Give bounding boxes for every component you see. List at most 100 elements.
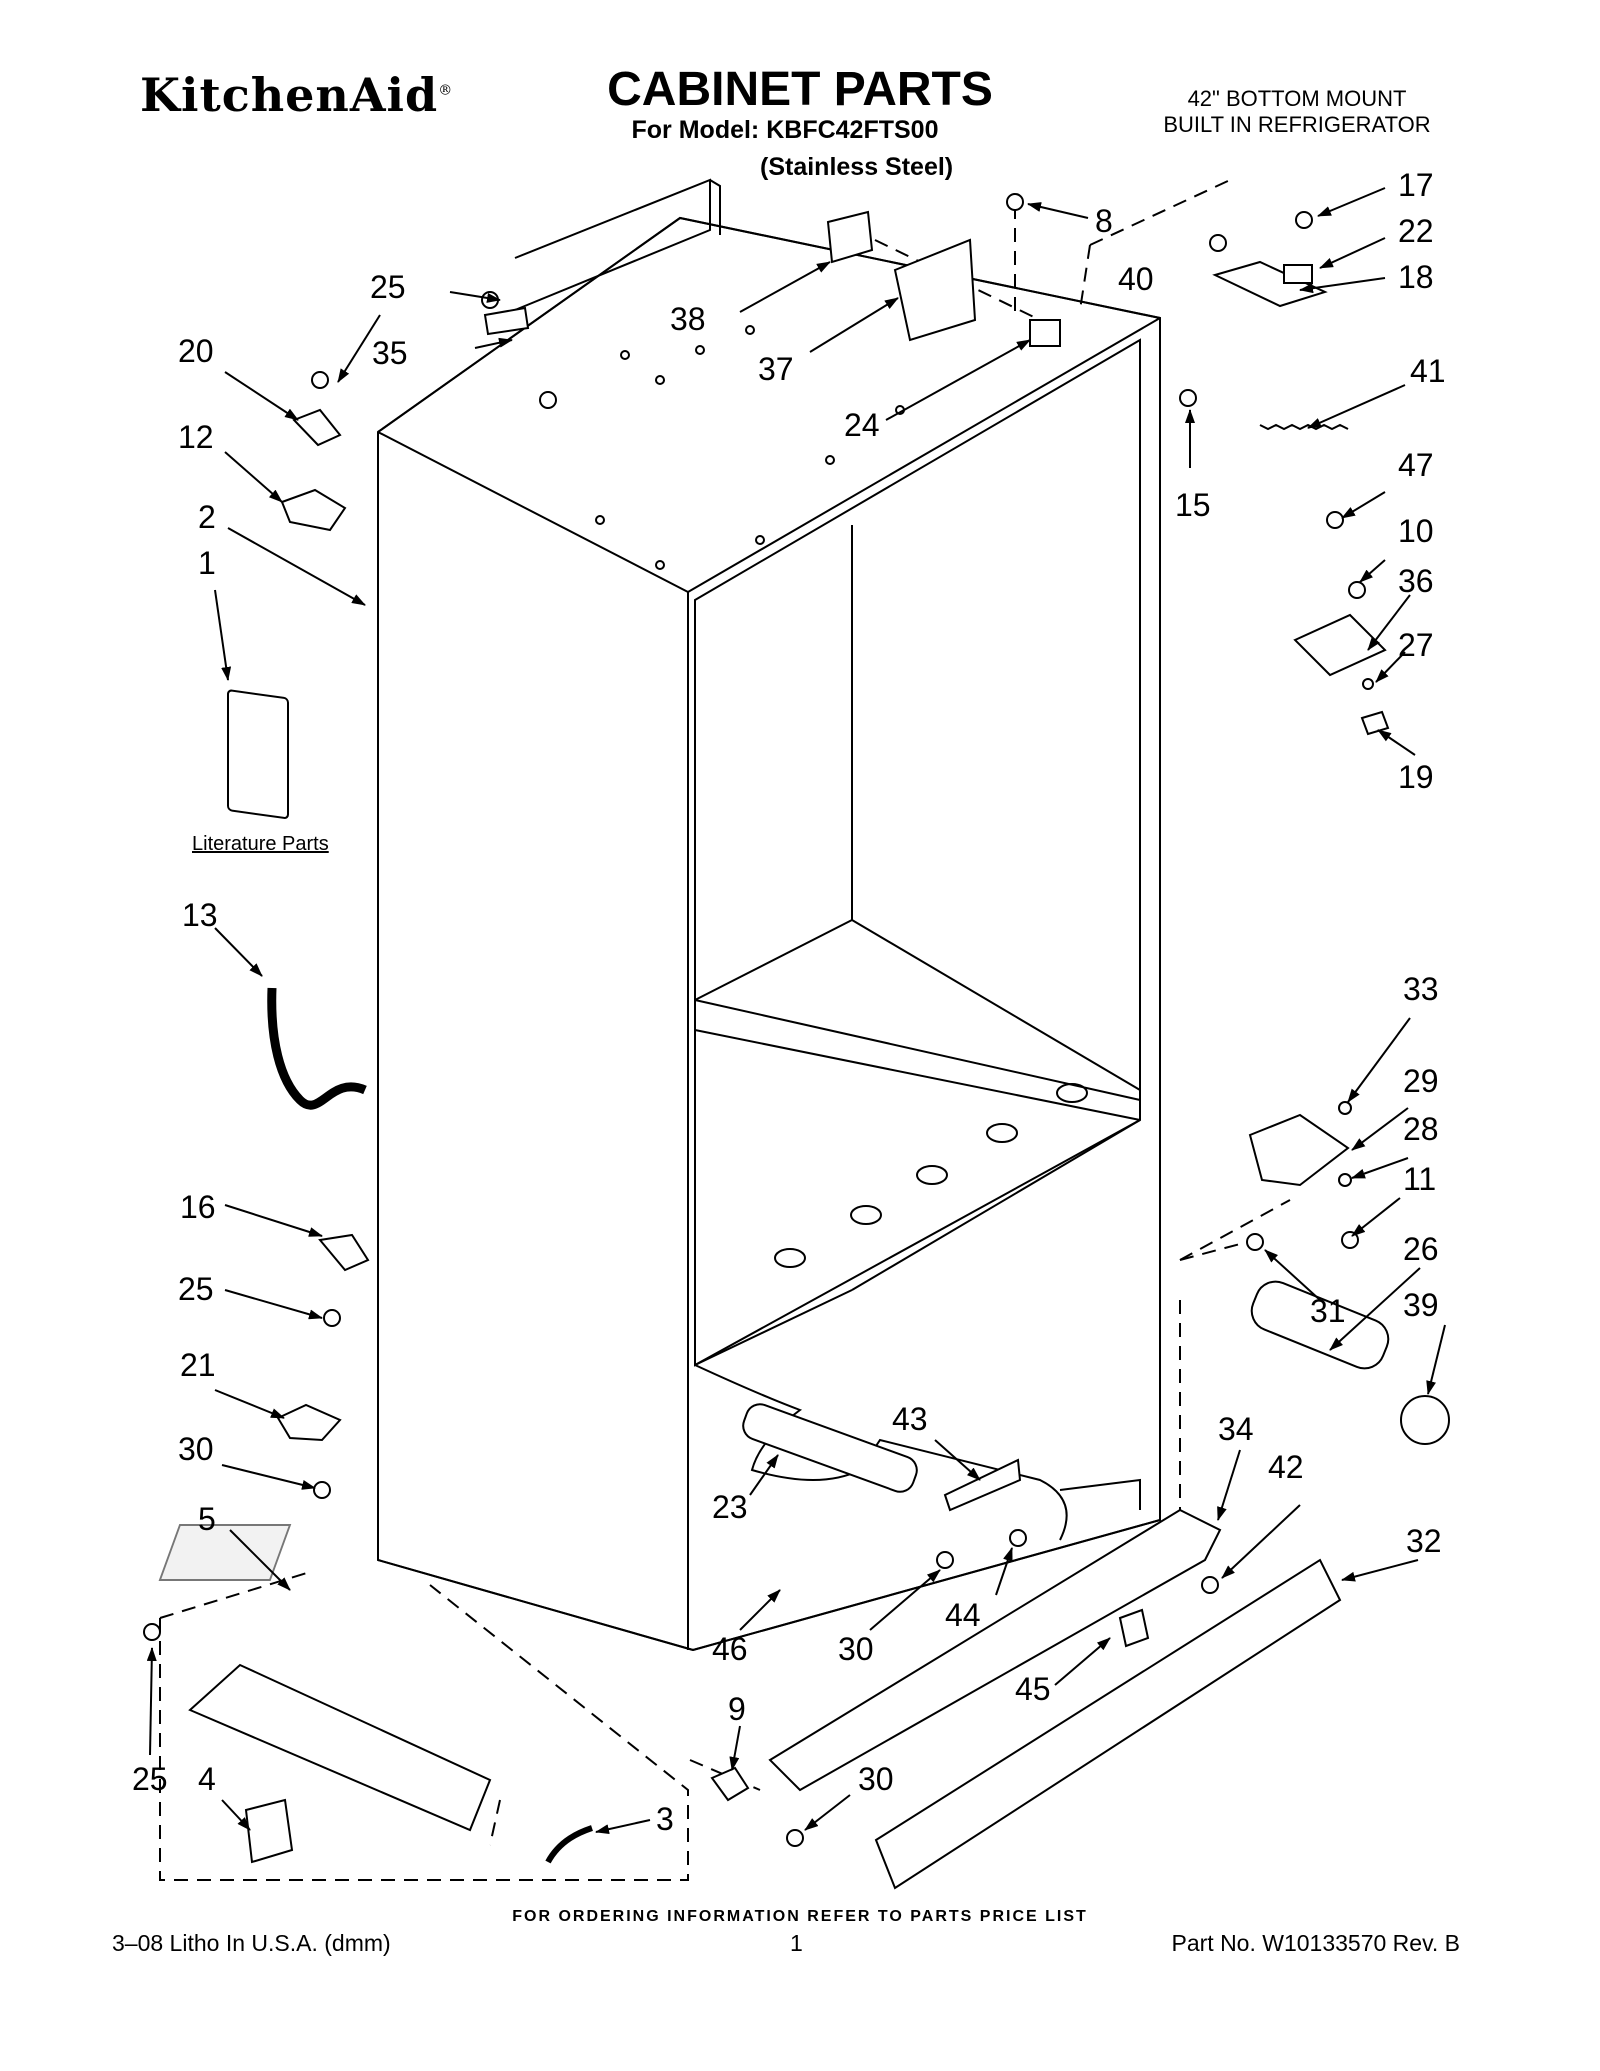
- callout-33: 43: [892, 1401, 928, 1437]
- brand-name: KitchenAid: [140, 68, 439, 122]
- hinge-bracket-36: [1293, 613, 1387, 677]
- callout-0: 25: [370, 269, 406, 305]
- callout-42: 45: [1015, 1671, 1051, 1707]
- brand-registered-mark: ®: [438, 82, 454, 99]
- hex-screw-25-mid: [323, 1309, 341, 1327]
- callout-36: 32: [1406, 1523, 1442, 1559]
- litho-note: 3–08 Litho In U.S.A. (dmm): [112, 1930, 391, 1956]
- hex-screw-30-center: [936, 1551, 954, 1569]
- hex-screw-30-bottom: [786, 1829, 804, 1847]
- callout-46: 3: [656, 1801, 674, 1837]
- toe-grille-base-34: [768, 1508, 1222, 1792]
- callout-24: 28: [1403, 1111, 1439, 1147]
- dashed-assembly-lines: [159, 179, 1291, 1881]
- callout-7: 40: [1118, 261, 1154, 297]
- callout-21: 13: [182, 897, 218, 933]
- callout-29: 25: [178, 1271, 214, 1307]
- hex-screw-30-left: [313, 1481, 331, 1499]
- callout-5: 17: [1398, 167, 1434, 203]
- hex-screw-44: [1009, 1529, 1027, 1547]
- callout-47: 30: [858, 1761, 894, 1797]
- callout-12: 15: [1175, 487, 1211, 523]
- callout-27: 26: [1403, 1231, 1439, 1267]
- callout-43: 9: [728, 1691, 746, 1727]
- hinge-pin-19: [1360, 710, 1390, 736]
- filter-cap-39: [1400, 1395, 1450, 1445]
- kickplate-32: [874, 1558, 1342, 1890]
- callout-37: 23: [712, 1489, 748, 1525]
- cabinet-body: [377, 178, 1161, 1652]
- callout-40: 46: [712, 1631, 748, 1667]
- connector-41: [1029, 319, 1061, 347]
- hex-screw-25-bottom: [143, 1623, 161, 1641]
- water-filter-housing-26: [1250, 1280, 1390, 1370]
- ordering-note: FOR ORDERING INFORMATION REFER TO PARTS …: [512, 1908, 1088, 1925]
- page-number: 1: [790, 1930, 803, 1956]
- callout-23: 29: [1403, 1063, 1439, 1099]
- page-title: CABINET PARTS: [607, 63, 993, 116]
- mounting-bracket-37: [893, 238, 977, 342]
- callout-16: 47: [1398, 447, 1434, 483]
- hex-screw-17: [1295, 211, 1313, 229]
- callout-9: 37: [758, 351, 794, 387]
- brand-logo: KitchenAid®: [140, 68, 453, 122]
- callout-1: 20: [178, 333, 214, 369]
- callout-26: 11: [1403, 1161, 1436, 1197]
- product-description: 42" BOTTOM MOUNT BUILT IN REFRIGERATOR: [1132, 86, 1462, 138]
- part-number: Part No. W10133570 Rev. B: [1171, 1930, 1461, 1956]
- leveling-leg-4: [244, 1798, 294, 1864]
- callout-35: 42: [1268, 1449, 1304, 1485]
- hex-screw-20: [311, 371, 329, 389]
- clamp-16: [318, 1233, 370, 1272]
- clamp-20: [292, 408, 342, 447]
- top-hinge-18: [1212, 260, 1328, 308]
- callout-19: 27: [1398, 627, 1434, 663]
- literature-booklet: [227, 689, 289, 819]
- corner-piece-35: [483, 306, 530, 336]
- hex-screw-40: [1209, 234, 1227, 252]
- callout-labels: 25 20 35 38 8 17 22 40 18 37 41 24 15 12…: [132, 167, 1446, 1837]
- callout-20: 19: [1398, 759, 1434, 795]
- leader-arrows: [146, 187, 1446, 1835]
- callout-38: 5: [198, 1501, 216, 1537]
- callout-44: 25: [132, 1761, 168, 1797]
- clip-12: [280, 488, 347, 532]
- callout-3: 38: [670, 301, 706, 337]
- small-parts: [143, 193, 1450, 1890]
- callout-10: 41: [1410, 353, 1446, 389]
- hinge-shim-22: [1283, 264, 1313, 284]
- drain-tube: [267, 987, 367, 1110]
- hex-screw-15: [1179, 389, 1197, 407]
- base-frame-5: [188, 1663, 492, 1832]
- callout-22: 33: [1403, 971, 1439, 1007]
- bracket-43: [943, 1458, 1022, 1512]
- callout-17: 10: [1398, 513, 1434, 549]
- model-line: For Model: KBFC42FTS00: [631, 116, 939, 144]
- callout-28: 39: [1403, 1287, 1439, 1323]
- product-line-2: BUILT IN REFRIGERATOR: [1163, 112, 1431, 137]
- hex-screw-47: [1326, 511, 1344, 529]
- callout-18: 36: [1398, 563, 1434, 599]
- washer-33: [1338, 1101, 1352, 1115]
- callout-32: 30: [178, 1431, 214, 1467]
- callout-30: 31: [1310, 1293, 1346, 1329]
- callout-39: 44: [945, 1597, 981, 1633]
- heater-tube-23: [742, 1403, 918, 1493]
- product-line-1: 42" BOTTOM MOUNT: [1187, 86, 1407, 111]
- bottom-hinge-29: [1248, 1113, 1350, 1187]
- callout-11: 24: [844, 407, 880, 443]
- callout-15: 1: [198, 545, 216, 581]
- hex-screw-31: [1246, 1233, 1264, 1251]
- grille-clip-45: [1118, 1608, 1150, 1648]
- callout-25: 16: [180, 1189, 216, 1225]
- machine-compartment: [694, 1364, 1141, 1541]
- callout-8: 18: [1398, 259, 1434, 295]
- callout-13: 12: [178, 419, 214, 455]
- thermistor-bracket-38: [826, 210, 874, 264]
- bracket-21: [276, 1403, 342, 1442]
- callout-4: 8: [1095, 203, 1113, 239]
- hex-screw-8: [1006, 193, 1024, 211]
- clip-3: [545, 1825, 593, 1864]
